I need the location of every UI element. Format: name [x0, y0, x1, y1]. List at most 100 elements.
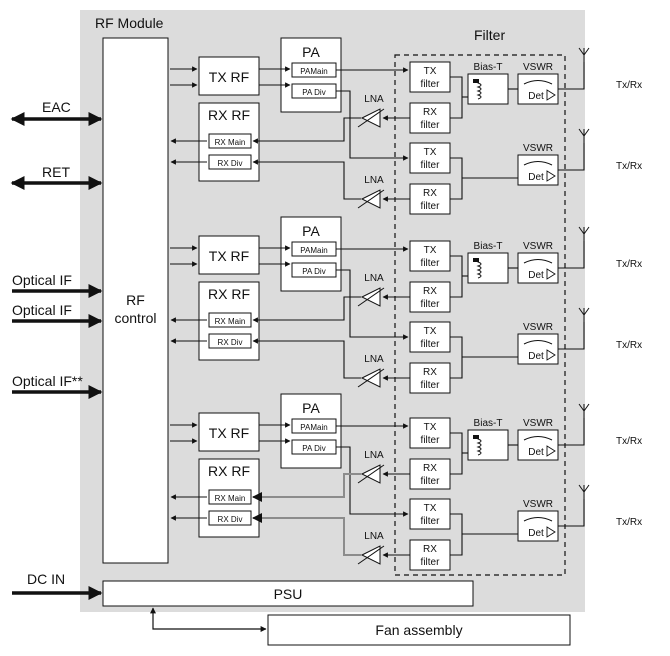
chain-1-antenna-b-right: [583, 128, 590, 137]
chain-1-lna-a-label: LNA: [364, 94, 384, 105]
chain-1-pa-label: PA: [302, 44, 320, 60]
chain-2-path-a-bias-t-coil: [476, 259, 482, 279]
chain-2-pa-div-tx: [336, 269, 409, 340]
rf-control-label-2: control: [114, 310, 156, 326]
chain-1-path-a-tx-filter: [409, 61, 451, 93]
chain-1-path-a-vswr-label: VSWR: [523, 62, 553, 73]
chain-3-path-a-det-diode: [546, 445, 556, 457]
chain-3-antenna-a-label: Tx/Rx: [616, 436, 642, 447]
chain-2-rx-div: [208, 333, 252, 349]
chain-2-path-b-det-diode: [546, 349, 556, 361]
chain-1-pa-div-label: PA Div: [302, 88, 325, 97]
chain-3-path-b-vswr-label: VSWR: [523, 499, 553, 510]
chain-1-vswr-ant-b: [558, 143, 585, 171]
chain-3-path-a-bias-t-block: [467, 429, 509, 461]
rf-control-label-1: RF: [126, 292, 145, 308]
chain-1-path-a-bias-t-label: Bias-T: [474, 62, 503, 73]
chain-1-path-a-bias-t-cap: [473, 79, 479, 83]
chain-1-path-a-vswr-coupler: [523, 80, 553, 85]
chain-2-lna-a-label: LNA: [364, 273, 384, 284]
chain-3-pa-main-label: PAMain: [300, 423, 327, 432]
chain-3-path-a-bias-t-label: Bias-T: [474, 418, 503, 429]
chain-2-path-b-vswr-coupler: [523, 340, 553, 345]
psu-block: [102, 580, 474, 607]
chain-3-path-a-det-label: Det: [528, 447, 544, 458]
chain-2-rx-rf-label: RX RF: [208, 286, 250, 302]
chain-3-tx-rf: [198, 412, 260, 452]
fan-assembly-label: Fan assembly: [375, 622, 462, 638]
chain-2-path-a-bias-t-label: Bias-T: [474, 241, 503, 252]
chain-2-lna-b-label: LNA: [364, 354, 384, 365]
chain-1-path-b-vswr-coupler: [523, 161, 553, 166]
chain-2-path-a-tx-filter-label-2: filter: [421, 258, 441, 269]
chain-3-path-a-tx-filter: [409, 417, 451, 449]
chain-2-path-b-vswr-label: VSWR: [523, 322, 553, 333]
chain-3-lna-b-rxdiv: [252, 513, 361, 556]
chain-2-tx-rf-label: TX RF: [209, 248, 249, 264]
chain-3-pa-div-tx: [336, 446, 409, 517]
chain-2-antenna-b-label: Tx/Rx: [616, 340, 642, 351]
chain-1-path-b-tx-filter-label-2: filter: [421, 160, 441, 171]
chain-1-path-a-bias-t-coil: [476, 80, 482, 100]
chain-2-pa-main-label: PAMain: [300, 246, 327, 255]
chain-3-pa-label: PA: [302, 400, 320, 416]
chain-2-pa-div-label: PA Div: [302, 267, 325, 276]
chain-1-antenna-a-right: [583, 47, 590, 56]
chain-3-path-b-rx-filter-label-2: filter: [421, 557, 441, 568]
chain-3-rx-main: [208, 489, 252, 505]
chain-1-tx-rf-label: TX RF: [209, 69, 249, 85]
dc-in-label: DC IN: [27, 571, 65, 587]
chain-3-rx-main-label: RX Main: [215, 494, 246, 503]
psu-label: PSU: [274, 586, 303, 602]
chain-1-lna-a-rxmain: [252, 117, 361, 144]
rf-control-block: [102, 37, 169, 564]
chain-2-path-a-vswr-label: VSWR: [523, 241, 553, 252]
chain-1-path-a-vswr-block: [517, 73, 559, 105]
chain-3-rx-rf-label: RX RF: [208, 463, 250, 479]
chain-1-pa-div-tx: [336, 90, 409, 161]
chain-2-path-a-rx-filter-label-2: filter: [421, 299, 441, 310]
external-interfaces: EAC RET Optical IF Optical IF Optical IF…: [10, 99, 103, 600]
chain-2-path-b-det-label: Det: [528, 351, 544, 362]
chain-2-lna-b-slash: [357, 368, 385, 388]
chain-1-rx-rf-label: RX RF: [208, 107, 250, 123]
chain-2-lna-a-rxmain: [252, 296, 361, 323]
chain-1-path-a-det-diode: [546, 89, 556, 101]
ret-label: RET: [42, 164, 70, 180]
optical-if-3-label: Optical IF**: [12, 373, 83, 389]
chain-1-tx-rf: [198, 56, 260, 96]
chain-1-vswr-ant-a: [558, 62, 585, 90]
chain-3-antenna-a-left: [578, 403, 585, 412]
chain-2-path-a-tx-filter-label-1: TX: [424, 245, 437, 256]
chain-1-rx-main-label: RX Main: [215, 138, 246, 147]
eac-label: EAC: [42, 99, 71, 115]
optical-if-1-label: Optical IF: [12, 272, 72, 288]
chain-3-antenna-a-right: [583, 403, 590, 412]
chain-2-tx-rf: [198, 235, 260, 275]
chain-2-vswr-ant-a: [558, 241, 585, 269]
chain-3-path-a-vswr-coupler: [523, 436, 553, 441]
optical-if-2-label: Optical IF: [12, 302, 72, 318]
chain-2-vswr-ant-b: [558, 322, 585, 350]
chain-1-lna-b-slash: [357, 189, 385, 209]
chain-2-antenna-b-left: [578, 307, 585, 316]
psu-fan-link: [150, 607, 267, 632]
chain-1-path-a-rx-filter-label-1: RX: [423, 107, 437, 118]
chain-2-path-b-tx-filter-label-2: filter: [421, 339, 441, 350]
chain-3-path-b-rx-filter-label-1: RX: [423, 544, 437, 555]
chain-1-rx-div: [208, 154, 252, 170]
chain-2-path-b-rx-filter-label-1: RX: [423, 367, 437, 378]
chain-3-lna-b-slash: [357, 545, 385, 565]
chain-2-path-a-vswr-coupler: [523, 259, 553, 264]
chain-1-lna-b-rxdiv: [252, 159, 361, 200]
chain-2-rx-main-label: RX Main: [215, 317, 246, 326]
chain-3-path-b-tx-filter-label-1: TX: [424, 503, 437, 514]
chain-3-antenna-b-left: [578, 484, 585, 493]
chain-2-path-b-tx-filter-label-1: TX: [424, 326, 437, 337]
chain-1-path-a-tx-filter-label-1: TX: [424, 66, 437, 77]
chain-3-lna-a-slash: [357, 464, 385, 484]
chain-2-antenna-a-label: Tx/Rx: [616, 259, 642, 270]
chain-3-vswr-ant-a: [558, 418, 585, 446]
chain-2-path-a-det-diode: [546, 268, 556, 280]
